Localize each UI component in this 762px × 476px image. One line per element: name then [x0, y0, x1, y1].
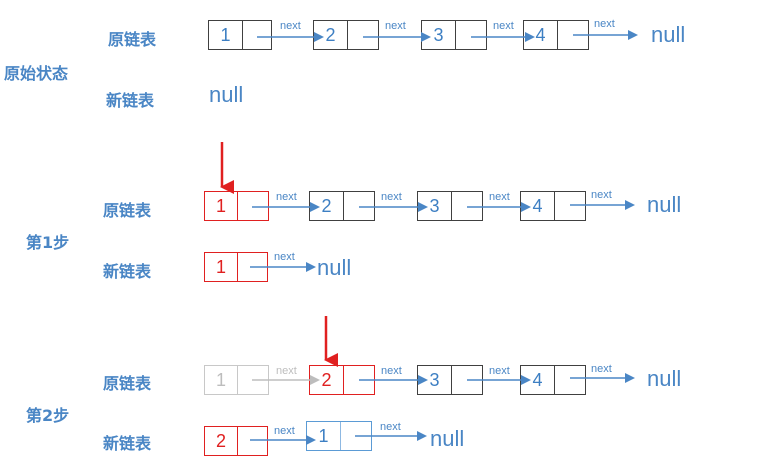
node-value: 1	[215, 369, 226, 390]
section-label-step1: 第1步	[26, 233, 70, 252]
list-node: 4	[520, 365, 586, 395]
node-value: 2	[325, 24, 336, 45]
list-node: 4	[520, 191, 586, 221]
null-terminator: null	[651, 22, 686, 47]
list-node: 2	[309, 191, 375, 221]
next-arrows-initial	[257, 30, 638, 42]
node-value: 4	[532, 369, 543, 390]
node-value: 1	[220, 24, 231, 45]
next-label: next	[591, 363, 612, 375]
next-arrows-step1	[250, 200, 635, 272]
node-value: 2	[321, 369, 332, 390]
next-label: next	[280, 20, 301, 32]
row-label-original: 原链表	[108, 30, 157, 49]
list-node: 3	[421, 20, 487, 50]
list-node: 3	[417, 191, 483, 221]
next-label: next	[594, 18, 615, 30]
row-label-new: 新链表	[103, 434, 152, 453]
null-terminator: null	[647, 192, 682, 217]
next-label: next	[274, 425, 295, 437]
row-label-new: 新链表	[106, 91, 155, 110]
row-label-original: 原链表	[103, 374, 152, 393]
node-value: 2	[215, 430, 226, 451]
node-value: 1	[215, 195, 226, 216]
list-node-new: 2	[204, 426, 268, 456]
node-value: 3	[429, 195, 440, 216]
list-node-faded: 1	[204, 365, 269, 395]
null-terminator: null	[317, 255, 352, 280]
null-terminator: null	[647, 366, 682, 391]
next-label-faded: next	[276, 365, 297, 377]
row-label-original: 原链表	[103, 201, 152, 220]
next-label: next	[385, 20, 406, 32]
node-value: 4	[532, 195, 543, 216]
next-label: next	[493, 20, 514, 32]
node-value: 2	[321, 195, 332, 216]
node-value: 4	[535, 24, 546, 45]
section-label-step2: 第2步	[26, 406, 70, 425]
list-node: 1	[208, 20, 272, 50]
next-label: next	[489, 365, 510, 377]
next-label: next	[276, 191, 297, 203]
next-label: next	[381, 365, 402, 377]
node-value: 1	[318, 425, 329, 446]
null-terminator: null	[209, 82, 244, 107]
node-value: 3	[433, 24, 444, 45]
null-terminator: null	[430, 426, 465, 451]
next-label: next	[489, 191, 510, 203]
next-label: next	[274, 251, 295, 263]
list-node: 2	[313, 20, 379, 50]
next-label: next	[381, 191, 402, 203]
list-node-highlighted: 1	[204, 191, 269, 221]
node-value: 1	[215, 256, 226, 277]
node-value: 3	[429, 369, 440, 390]
next-label: next	[591, 189, 612, 201]
next-label: next	[380, 421, 401, 433]
next-arrows-step2	[250, 373, 635, 445]
row-label-new: 新链表	[103, 262, 152, 281]
section-label-initial: 原始状态	[4, 64, 69, 83]
